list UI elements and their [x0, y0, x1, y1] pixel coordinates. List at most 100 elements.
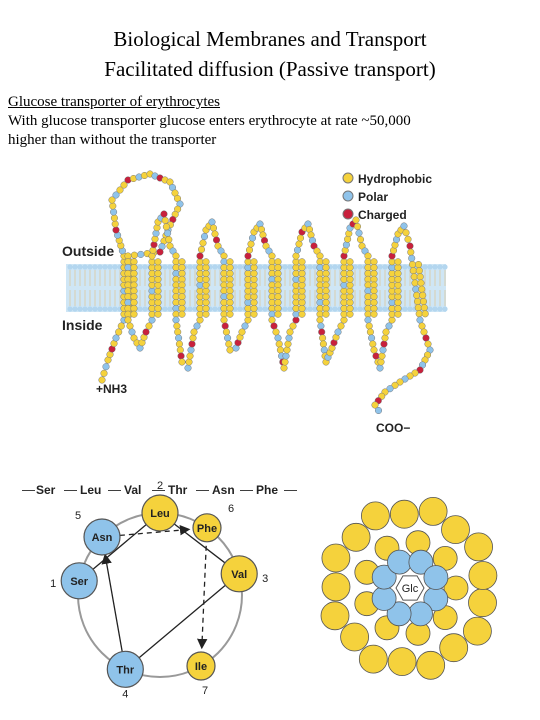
amino-acid-bead: [413, 291, 421, 299]
amino-acid-bead: [394, 304, 402, 312]
sequence-dash: —: [22, 482, 35, 497]
amino-acid-bead: [416, 316, 424, 324]
lipid-head: [377, 306, 383, 312]
amino-acid-bead: [416, 273, 424, 281]
amino-acid-bead: [396, 378, 404, 386]
lipid-head: [97, 264, 103, 270]
sequence-line: —Ser—Leu—Val—Thr—Asn—Phe—Ile—: [22, 482, 297, 497]
amino-acid-bead: [283, 346, 291, 354]
amino-acid-bead: [318, 328, 326, 336]
amino-acid-bead: [415, 267, 423, 275]
sequence-residue: Phe: [256, 483, 278, 497]
amino-acid-bead: [340, 269, 348, 278]
amino-acid-bead: [241, 322, 249, 330]
amino-acid-bead: [189, 334, 197, 342]
amino-acid-bead: [295, 240, 303, 248]
lipid-head: [137, 264, 143, 270]
lipid-head: [192, 264, 198, 270]
amino-acid-bead: [370, 298, 378, 307]
amino-acid-bead: [286, 328, 294, 336]
amino-acid-bead: [109, 202, 117, 210]
lipid-head: [312, 306, 318, 312]
lipid-head: [442, 264, 448, 270]
amino-acid-bead: [112, 334, 120, 342]
amino-acid-bead: [424, 340, 432, 348]
membrane-topology-diagram: Outside Inside +NH3 COO− Hydrophobic Pol…: [62, 170, 448, 435]
amino-acid-bead: [382, 328, 390, 336]
amino-acid-bead: [184, 364, 192, 372]
wheel-residue-label: Leu: [150, 508, 170, 520]
lipid-head: [67, 306, 73, 312]
amino-acid-bead: [161, 216, 169, 224]
amino-acid-bead: [120, 181, 128, 189]
lipid-head: [312, 264, 318, 270]
lipid-head: [307, 264, 313, 270]
sequence-residue: Leu: [80, 483, 101, 497]
amino-acid-bead: [224, 334, 232, 342]
amino-acid-bead: [386, 385, 394, 393]
lipid-head: [407, 306, 413, 312]
wheel-residue-label: Ser: [70, 576, 88, 588]
polar-residue: [371, 586, 397, 611]
sequence-dash: —: [196, 482, 209, 497]
amino-acid-bead: [355, 229, 363, 237]
amino-acid-bead: [346, 269, 354, 278]
hydrophobic-residue: [439, 633, 469, 663]
lipid-head: [282, 306, 288, 312]
lipid-head: [332, 264, 338, 270]
amino-acid-bead: [190, 328, 198, 336]
hydrophobic-residue: [418, 496, 448, 526]
legend: Hydrophobic Polar Charged: [342, 172, 432, 222]
title-line-1: Biological Membranes and Transport: [113, 27, 427, 51]
amino-acid-bead: [187, 346, 195, 354]
hydrophobic-residue: [340, 622, 369, 652]
amino-acid-bead: [409, 267, 417, 275]
amino-acid-bead: [408, 260, 417, 269]
amino-acid-bead: [337, 322, 345, 330]
n-terminus-label: +NH3: [96, 382, 127, 396]
amino-acid-bead: [364, 316, 372, 324]
amino-acid-bead: [319, 340, 327, 348]
amino-acid-bead: [274, 334, 282, 342]
amino-acid-bead: [173, 322, 181, 330]
hydrophobic-residue: [443, 575, 469, 601]
amino-acid-bead: [298, 304, 306, 312]
amino-acid-bead: [356, 235, 365, 244]
amino-acid-bead: [174, 328, 182, 336]
wheel-residue-val: [220, 555, 258, 593]
amino-acid-bead: [172, 316, 180, 324]
amino-acid-bead: [289, 322, 297, 330]
page-title: Biological Membranes and Transport Facil…: [0, 24, 540, 84]
amino-acid-bead: [268, 298, 276, 307]
amino-acid-bead: [177, 352, 185, 360]
lipid-head: [237, 306, 243, 312]
amino-acid-bead: [172, 264, 180, 272]
amino-acid-bead: [282, 352, 290, 360]
amino-acid-bead: [221, 322, 229, 330]
hydrophobic-residue: [464, 532, 494, 562]
amino-acid-bead: [364, 264, 372, 272]
amino-acid-bead: [334, 328, 342, 336]
amino-acid-bead: [220, 298, 228, 307]
amino-acid-bead: [175, 334, 183, 342]
amino-acid-bead: [226, 310, 234, 318]
amino-acid-bead: [137, 250, 145, 258]
amino-acid-bead: [244, 252, 252, 260]
amino-acid-bead: [98, 376, 106, 384]
hydrophobic-residue: [321, 572, 351, 602]
amino-acid-bead: [111, 220, 119, 228]
lipid-head: [442, 306, 448, 312]
amino-acid-bead: [417, 279, 425, 287]
amino-acid-bead: [322, 310, 330, 318]
amino-acid-bead: [244, 304, 252, 312]
amino-acid-bead: [196, 269, 204, 278]
amino-acid-bead: [116, 186, 124, 194]
amino-acid-bead: [414, 260, 423, 269]
lipid-head: [357, 306, 363, 312]
lipid-head: [257, 306, 263, 312]
amino-acid-bead: [414, 304, 422, 312]
amino-acid-bead: [142, 328, 150, 336]
amino-acid-bead: [202, 269, 210, 278]
amino-acid-bead: [186, 352, 194, 360]
wheel-residue-asn: [83, 518, 121, 556]
